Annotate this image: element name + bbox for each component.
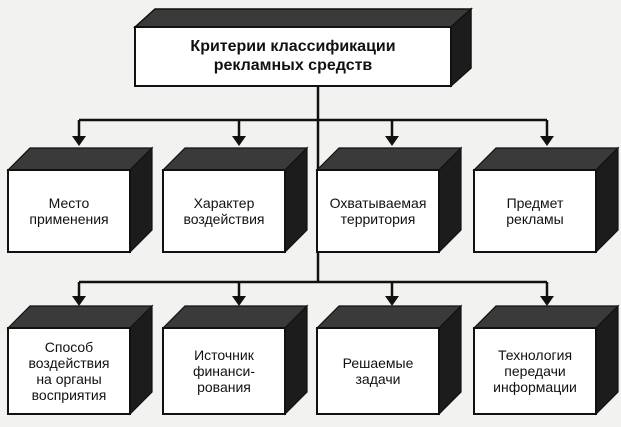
arrowhead-r1-2	[232, 136, 246, 146]
arrowhead-r2-4	[540, 296, 554, 306]
box-row1-2	[161, 146, 309, 254]
box-row2-1	[6, 304, 154, 416]
box-row1-3	[315, 146, 463, 254]
diagram-title: Критерии классификации рекламных средств	[190, 38, 396, 74]
criterion-place-of-use: Место применения	[29, 194, 109, 227]
criterion-subject: Предмет рекламы	[506, 194, 564, 227]
title-box	[133, 7, 473, 88]
box-row2-4	[472, 304, 620, 416]
criterion-territory: Охватываемая территория	[329, 194, 427, 227]
title-box-front	[134, 26, 452, 87]
arrowhead-r1-4	[540, 136, 554, 146]
arrowhead-r1-1	[72, 136, 86, 146]
box-row2-2	[161, 304, 309, 416]
title-box-top	[133, 8, 473, 28]
arrowhead-r1-3	[385, 136, 399, 146]
box-row2-3	[315, 304, 463, 416]
criterion-impact-character: Характер воздействия	[183, 194, 265, 227]
criterion-funding-source: Источник финанси- рования	[192, 346, 256, 396]
criterion-tasks: Решаемые задачи	[342, 354, 414, 387]
arrowhead-r2-1	[72, 296, 86, 306]
criterion-perception-method: Способ воздействия на органы восприятия	[28, 338, 110, 404]
box-row1-1	[6, 146, 154, 254]
arrowhead-r2-2	[232, 296, 246, 306]
arrowhead-r2-3	[385, 296, 399, 306]
box-row1-4	[472, 146, 620, 254]
criterion-info-technology: Технология передачи информации	[493, 346, 577, 396]
